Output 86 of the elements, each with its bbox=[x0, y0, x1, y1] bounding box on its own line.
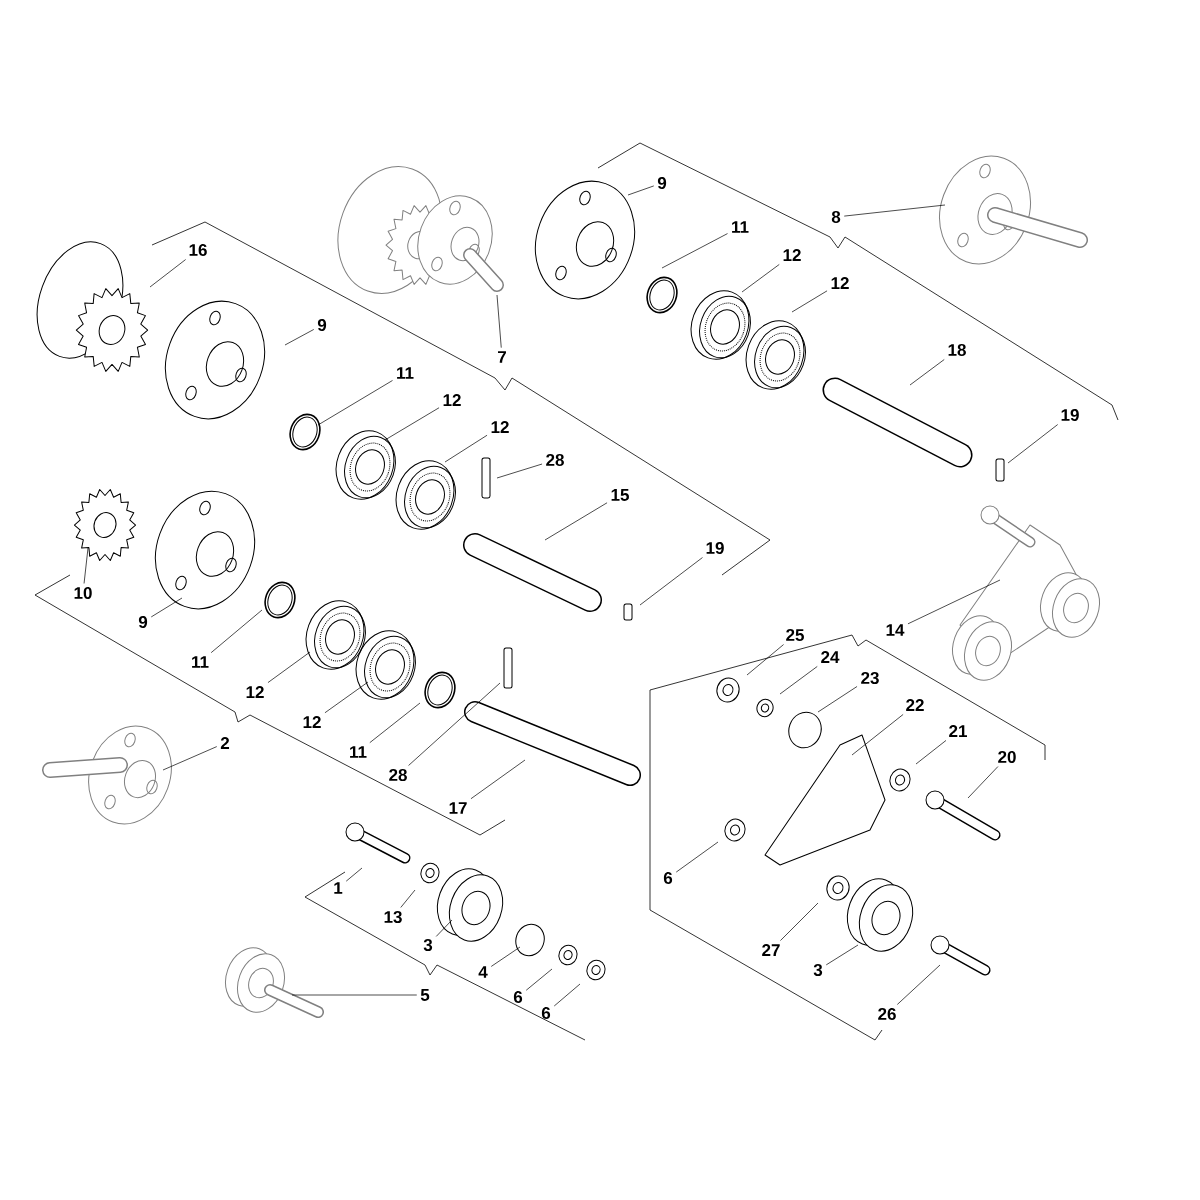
callout-number: 12 bbox=[246, 686, 264, 698]
leader-line bbox=[791, 290, 828, 313]
callout-number: 15 bbox=[611, 489, 629, 501]
leader-line bbox=[435, 919, 453, 937]
leader-line bbox=[284, 329, 315, 346]
leader-line bbox=[162, 746, 218, 771]
leader-line bbox=[83, 547, 89, 584]
leader-line bbox=[345, 867, 363, 882]
leader-line bbox=[907, 579, 1001, 625]
leader-line bbox=[150, 597, 183, 618]
leader-line bbox=[496, 294, 502, 348]
leader-line bbox=[909, 359, 945, 386]
callout-number: 11 bbox=[732, 221, 749, 233]
leader-line bbox=[851, 714, 904, 756]
callout-number: 24 bbox=[821, 651, 840, 663]
callout-number: 13 bbox=[384, 911, 402, 924]
leader-line bbox=[384, 407, 440, 441]
leader-line bbox=[780, 902, 819, 941]
callout-number: 11 bbox=[192, 656, 209, 668]
leader-line bbox=[661, 233, 728, 269]
callout-number: 21 bbox=[949, 725, 967, 737]
leader-line bbox=[544, 502, 608, 541]
leader-line bbox=[369, 702, 421, 743]
leader-line bbox=[675, 841, 719, 873]
leader-line bbox=[627, 185, 655, 196]
callout-number: 11 bbox=[350, 746, 367, 758]
callout-number: 8 bbox=[831, 211, 841, 224]
callout-number: 19 bbox=[1061, 409, 1079, 422]
leader-line bbox=[915, 740, 947, 765]
callout-number: 12 bbox=[303, 716, 321, 728]
callout-number: 16 bbox=[189, 244, 207, 257]
callout-number: 12 bbox=[783, 249, 801, 261]
callout-number: 23 bbox=[861, 672, 879, 685]
callout-number: 1 bbox=[334, 882, 343, 894]
callout-number: 19 bbox=[706, 542, 724, 555]
leader-line bbox=[639, 557, 703, 606]
callout-number: 9 bbox=[657, 177, 667, 190]
callout-number: 22 bbox=[906, 699, 924, 711]
leader-line bbox=[896, 964, 941, 1005]
leader-line bbox=[324, 681, 369, 714]
callout-number: 6 bbox=[513, 991, 523, 1004]
leader-line bbox=[525, 968, 553, 991]
callout-number: 25 bbox=[786, 629, 804, 642]
callout-number: 9 bbox=[138, 616, 148, 629]
callout-number: 18 bbox=[948, 344, 966, 357]
callout-number: 28 bbox=[546, 454, 564, 467]
callout-number: 3 bbox=[423, 939, 433, 952]
leader-line bbox=[967, 766, 999, 799]
callout-number: 12 bbox=[491, 421, 509, 433]
callout-number: 27 bbox=[762, 944, 780, 956]
leader-line bbox=[1007, 424, 1059, 464]
callout-number: 12 bbox=[443, 394, 461, 406]
callout-number: 10 bbox=[74, 587, 92, 600]
callout-number: 17 bbox=[449, 802, 467, 814]
callout-number: 6 bbox=[663, 872, 673, 885]
callout-number: 7 bbox=[498, 351, 506, 363]
callout-number: 5 bbox=[420, 989, 430, 1001]
leader-line bbox=[553, 983, 581, 1007]
leader-line bbox=[291, 994, 418, 996]
leader-line bbox=[817, 686, 858, 713]
callout-number: 14 bbox=[886, 624, 905, 636]
leader-line bbox=[267, 651, 311, 683]
leader-line bbox=[779, 666, 818, 695]
callout-number: 11 bbox=[397, 367, 414, 379]
leader-line bbox=[490, 946, 521, 967]
leader-line bbox=[746, 644, 784, 676]
callout-number: 28 bbox=[389, 769, 407, 782]
callout-number: 3 bbox=[813, 964, 823, 977]
callout-number: 20 bbox=[998, 751, 1016, 764]
leader-line bbox=[210, 609, 263, 653]
leader-line bbox=[408, 682, 501, 766]
callout-number: 12 bbox=[831, 277, 849, 289]
leader-line bbox=[741, 264, 780, 293]
leader-line bbox=[825, 944, 859, 966]
leader-line bbox=[444, 434, 488, 463]
leader-line bbox=[149, 259, 186, 288]
callout-number: 2 bbox=[220, 737, 230, 749]
callout-number: 9 bbox=[317, 319, 327, 332]
callout-number: 4 bbox=[478, 966, 488, 978]
leader-line bbox=[400, 889, 416, 908]
callout-number: 26 bbox=[878, 1008, 896, 1021]
callout-number: 6 bbox=[541, 1007, 551, 1020]
leader-line bbox=[317, 380, 393, 426]
leader-line bbox=[843, 204, 946, 217]
leader-line bbox=[496, 463, 543, 479]
leader-line bbox=[470, 759, 526, 800]
